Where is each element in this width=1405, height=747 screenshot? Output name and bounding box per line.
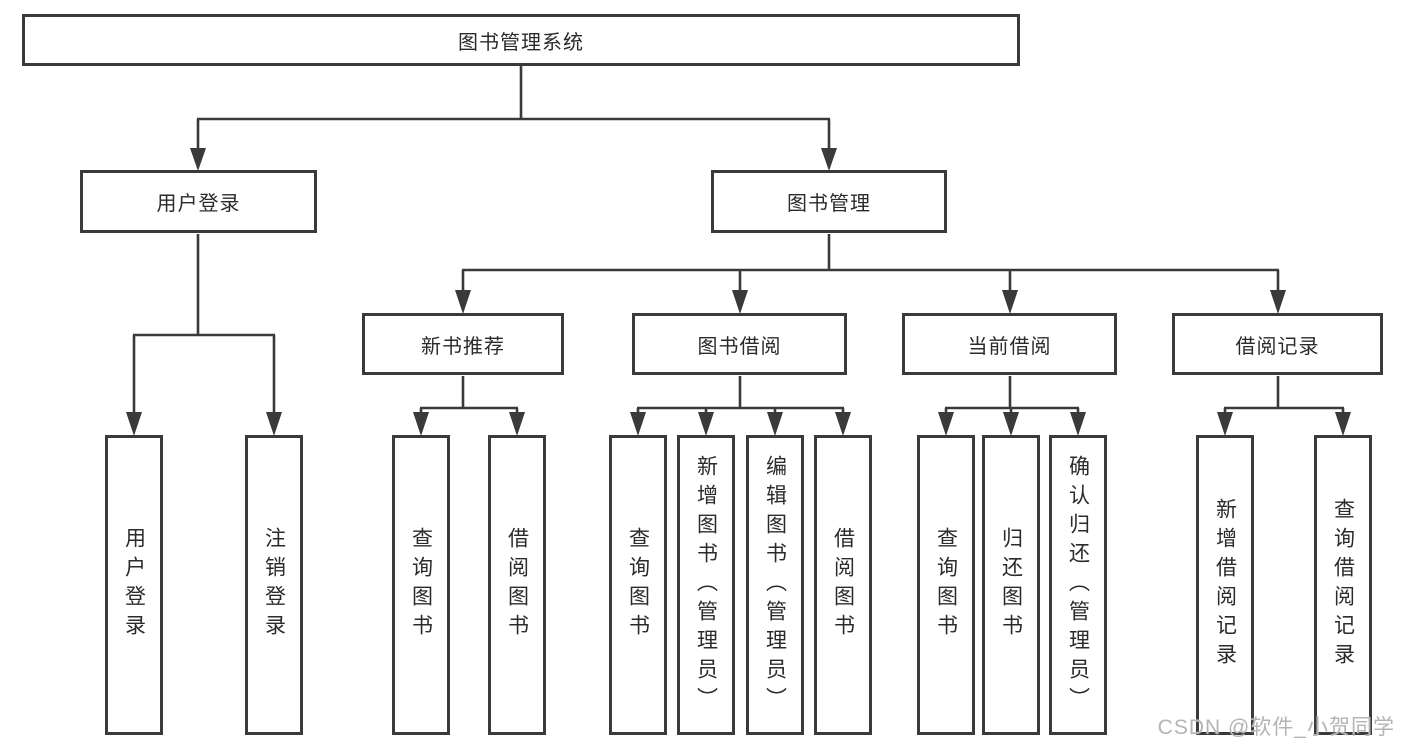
node-label: 新增借阅记录 [1213,498,1237,672]
node-label: 图书管理 [787,193,871,215]
node-label: 借阅图书 [831,527,855,643]
node-label: 查询借阅记录 [1331,498,1355,672]
leaf-add-book-admin: 新增图书（管理员） [677,435,735,735]
leaf-borrow-books-borrowing: 借阅图书 [814,435,872,735]
node-label: 用户登录 [122,527,146,643]
node-label: 借阅记录 [1235,335,1320,358]
node-book-borrowing: 图书借阅 [632,313,847,375]
leaf-query-books-recommend: 查询图书 [392,435,450,735]
node-label: 查询图书 [626,527,650,643]
node-library-management-system: 图书管理系统 [22,14,1020,66]
node-label: 新增图书（管理员） [694,454,718,716]
node-label: 编辑图书（管理员） [763,454,787,716]
leaf-return-books: 归还图书 [982,435,1040,735]
node-label: 注销登录 [262,527,286,643]
node-label: 查询图书 [934,527,958,643]
leaf-logout: 注销登录 [245,435,303,735]
node-label: 归还图书 [999,527,1023,643]
leaf-query-books-borrowing: 查询图书 [609,435,667,735]
leaf-query-borrow-record: 查询借阅记录 [1314,435,1372,735]
node-label: 借阅图书 [505,527,529,643]
node-borrow-records: 借阅记录 [1172,313,1383,375]
node-new-book-recommend: 新书推荐 [362,313,564,375]
node-book-management: 图书管理 [711,170,947,233]
leaf-user-login: 用户登录 [105,435,163,735]
node-label: 用户登录 [156,193,241,215]
leaf-query-books-current: 查询图书 [917,435,975,735]
node-label: 当前借阅 [967,335,1052,358]
csdn-watermark: CSDN @软件_小贺同学 [1157,716,1395,739]
node-label: 查询图书 [409,527,433,643]
leaf-edit-book-admin: 编辑图书（管理员） [746,435,804,735]
node-label: 图书管理系统 [458,31,584,54]
leaf-confirm-return-admin: 确认归还（管理员） [1049,435,1107,735]
node-label: 确认归还（管理员） [1066,454,1090,716]
node-label: 图书借阅 [697,335,782,358]
node-current-borrowing: 当前借阅 [902,313,1117,375]
leaf-add-borrow-record: 新增借阅记录 [1196,435,1254,735]
node-label: 新书推荐 [421,335,505,358]
node-user-login: 用户登录 [80,170,317,233]
leaf-borrow-books-recommend: 借阅图书 [488,435,546,735]
